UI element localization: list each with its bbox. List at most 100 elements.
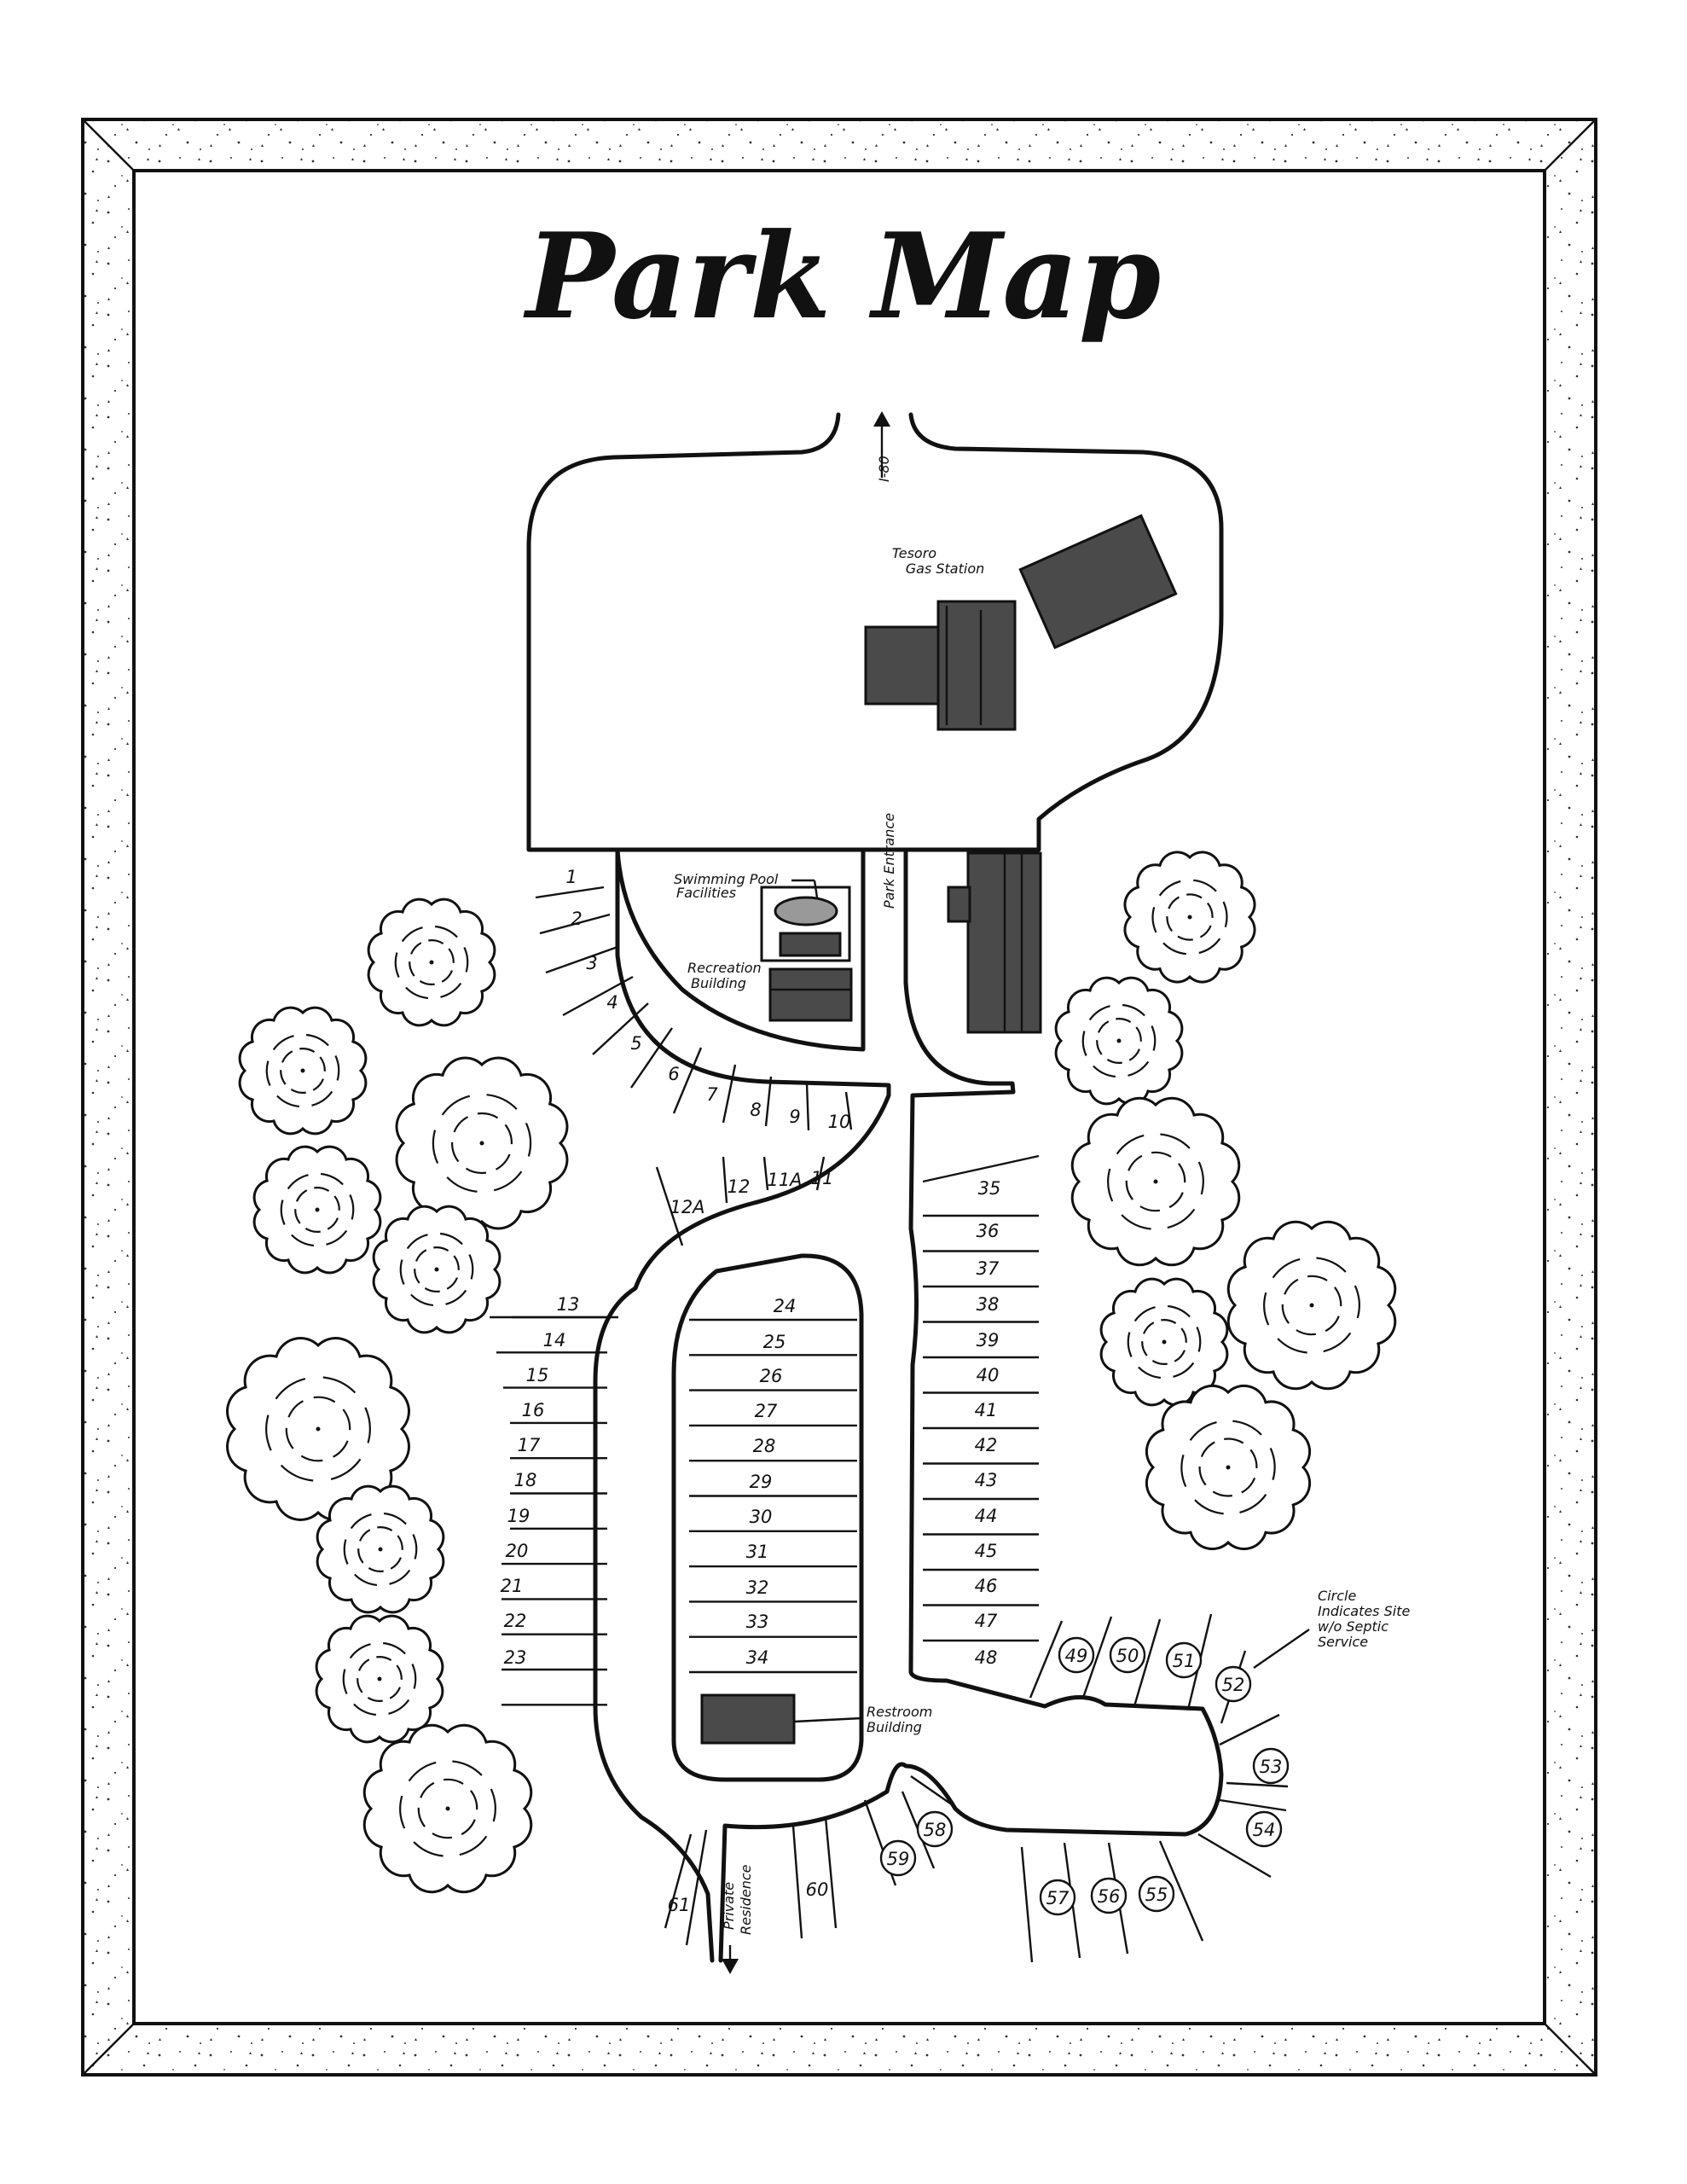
site-divider [562, 975, 634, 1017]
gas-station-building [864, 600, 1017, 731]
site-divider [1219, 1798, 1287, 1812]
tree [316, 1484, 445, 1614]
site-32: 32 [746, 1577, 769, 1598]
site-14: 14 [543, 1330, 566, 1350]
pool-facilities [760, 886, 851, 962]
site-40: 40 [977, 1365, 1000, 1385]
site-divider [1158, 1840, 1204, 1942]
private-label-2: Residence [738, 1864, 754, 1935]
site-12: 12 [728, 1176, 751, 1197]
site-59: 59 [887, 1849, 910, 1869]
site-divider [539, 913, 611, 935]
site-31: 31 [746, 1542, 769, 1562]
site-60: 60 [806, 1879, 829, 1900]
site-12a: 12A [670, 1197, 704, 1217]
site-5: 5 [630, 1033, 641, 1054]
site-divider [844, 1091, 853, 1130]
site-49: 49 [1065, 1646, 1088, 1666]
site-divider [655, 1166, 684, 1246]
site-38: 38 [977, 1294, 1000, 1315]
tree [1054, 976, 1184, 1106]
site-9: 9 [789, 1107, 800, 1127]
site-divider [722, 1064, 737, 1124]
tree [367, 897, 496, 1027]
site-divider [824, 1816, 838, 1929]
entrance-long-building [947, 851, 1042, 1034]
pool-label-2: Facilities [676, 885, 736, 901]
site-18: 18 [514, 1470, 537, 1490]
site-divider [791, 1825, 803, 1939]
site-52: 52 [1222, 1675, 1245, 1695]
site-26: 26 [760, 1366, 783, 1386]
site-44: 44 [975, 1506, 998, 1526]
site-48: 48 [975, 1647, 998, 1668]
site-41: 41 [975, 1400, 998, 1420]
pool-recreation-area [615, 847, 866, 1052]
tree [1123, 851, 1256, 984]
recreation-building [768, 967, 853, 1022]
tree [395, 1056, 569, 1230]
legend-line-3: w/o Septic [1318, 1618, 1388, 1635]
site-54: 54 [1253, 1820, 1276, 1840]
site-27: 27 [755, 1401, 778, 1421]
site-dividers [490, 886, 1289, 1963]
site-divider [922, 1154, 1040, 1183]
site-15: 15 [526, 1365, 549, 1385]
site-13: 13 [557, 1294, 580, 1315]
gas-station-label-1: Tesoro [892, 545, 936, 561]
tree [315, 1614, 444, 1744]
site-23: 23 [504, 1647, 527, 1668]
site-divider [1029, 1620, 1064, 1699]
map-title: Park Map [523, 206, 1162, 346]
legend-line-2: Indicates Site [1318, 1603, 1410, 1619]
site-6: 6 [668, 1064, 679, 1084]
site-divider [1133, 1618, 1162, 1707]
gas-station-label-2: Gas Station [906, 561, 985, 577]
site-20: 20 [506, 1541, 529, 1561]
site-61: 61 [668, 1895, 691, 1915]
legend-line-4: Service [1318, 1634, 1368, 1650]
legend-line-1: Circle [1318, 1588, 1356, 1604]
site-divider [722, 1156, 728, 1204]
site-35: 35 [978, 1178, 1001, 1199]
tree [1099, 1277, 1229, 1407]
site-1: 1 [565, 867, 577, 887]
site-8: 8 [750, 1100, 761, 1120]
site-16: 16 [522, 1400, 545, 1420]
site-57: 57 [1046, 1888, 1070, 1908]
site-divider [1020, 1846, 1034, 1963]
site-37: 37 [977, 1258, 1000, 1279]
site-divider [664, 1833, 693, 1929]
site-28: 28 [753, 1436, 776, 1456]
site-numbers: 1 2 3 4 5 6 7 8 9 10 11 11A 12 12A 13 14… [501, 867, 1283, 1915]
site-divider [630, 1027, 673, 1089]
site-divider [805, 1083, 810, 1131]
site-45: 45 [975, 1541, 998, 1561]
site-36: 36 [977, 1221, 1000, 1241]
site-2: 2 [571, 909, 582, 929]
recreation-label-1: Recreation [687, 960, 762, 976]
site-divider [545, 945, 618, 974]
site-divider [1219, 1713, 1280, 1746]
site-4: 4 [606, 992, 617, 1013]
site-58: 58 [924, 1820, 947, 1840]
pool-label-1: Swimming Pool [674, 871, 779, 887]
site-7: 7 [706, 1084, 718, 1105]
site-34: 34 [746, 1647, 769, 1668]
inner-loop-island [671, 1253, 864, 1782]
tree [238, 1006, 368, 1136]
tree [252, 1145, 382, 1275]
site-51: 51 [1173, 1651, 1196, 1671]
site-22: 22 [504, 1611, 527, 1631]
site-24: 24 [774, 1296, 797, 1316]
site-divider [685, 1829, 708, 1946]
site-43: 43 [975, 1470, 998, 1490]
site-19: 19 [507, 1506, 530, 1526]
tree [362, 1723, 533, 1894]
site-11a: 11A [767, 1170, 802, 1190]
site-divider [764, 1076, 773, 1127]
site-divider [910, 1775, 956, 1808]
tree [1226, 1220, 1397, 1391]
site-47: 47 [975, 1611, 998, 1631]
